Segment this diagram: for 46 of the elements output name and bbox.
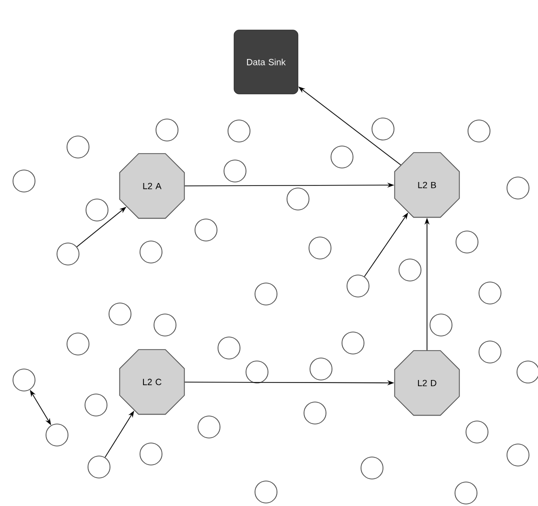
sensor-circle: [66, 332, 90, 356]
sensor-circle: [372, 118, 394, 140]
sensor-circle: [308, 236, 332, 260]
sensor-circle: [46, 424, 68, 446]
sensor-circle: [286, 188, 310, 210]
sensor-circle: [12, 170, 36, 192]
sensor-circle: [88, 456, 110, 478]
octagon-node: L2 D: [394, 350, 460, 416]
sensor-circle: [398, 258, 422, 282]
sensor-circle: [478, 340, 502, 364]
sensor-circle: [66, 136, 90, 158]
sensor-circle: [84, 394, 108, 416]
sensor-circle: [12, 368, 36, 392]
sensor-circle: [456, 230, 478, 254]
sensor-circle: [360, 456, 384, 480]
sensor-circle: [466, 420, 488, 444]
octagon-node: L2 B: [394, 152, 460, 218]
sensor-circle: [140, 442, 162, 466]
sensor-circle: [346, 274, 370, 298]
sensor-circle: [108, 302, 132, 326]
sensor-circle: [198, 416, 220, 438]
sensor-circle: [86, 198, 108, 222]
sensor-circle: [228, 120, 250, 142]
sensor-circle: [342, 332, 364, 354]
sensor-circle: [478, 282, 502, 304]
sensor-circle: [454, 482, 478, 504]
sensor-circle: [254, 480, 278, 504]
sensor-circle: [430, 314, 452, 336]
sink-box: Data Sink: [234, 30, 298, 94]
sensor-circle: [224, 160, 246, 182]
sensor-circle: [218, 336, 240, 360]
sensor-circle: [310, 358, 332, 380]
sensor-circle: [154, 314, 176, 336]
sensor-circle: [330, 146, 354, 168]
sensor-circle: [194, 218, 218, 242]
sensor-circle: [506, 176, 530, 200]
sensor-circle: [246, 360, 268, 384]
sensor-circle: [304, 402, 326, 424]
sensor-circle: [56, 242, 80, 266]
octagon-node: L2 A: [119, 153, 185, 219]
sensor-circle: [156, 118, 178, 142]
sensor-circle: [254, 282, 278, 306]
sensor-circle: [140, 240, 162, 264]
sensor-circle: [468, 120, 490, 142]
octagon-node: L2 C: [119, 349, 185, 415]
sensor-circle: [506, 444, 530, 466]
